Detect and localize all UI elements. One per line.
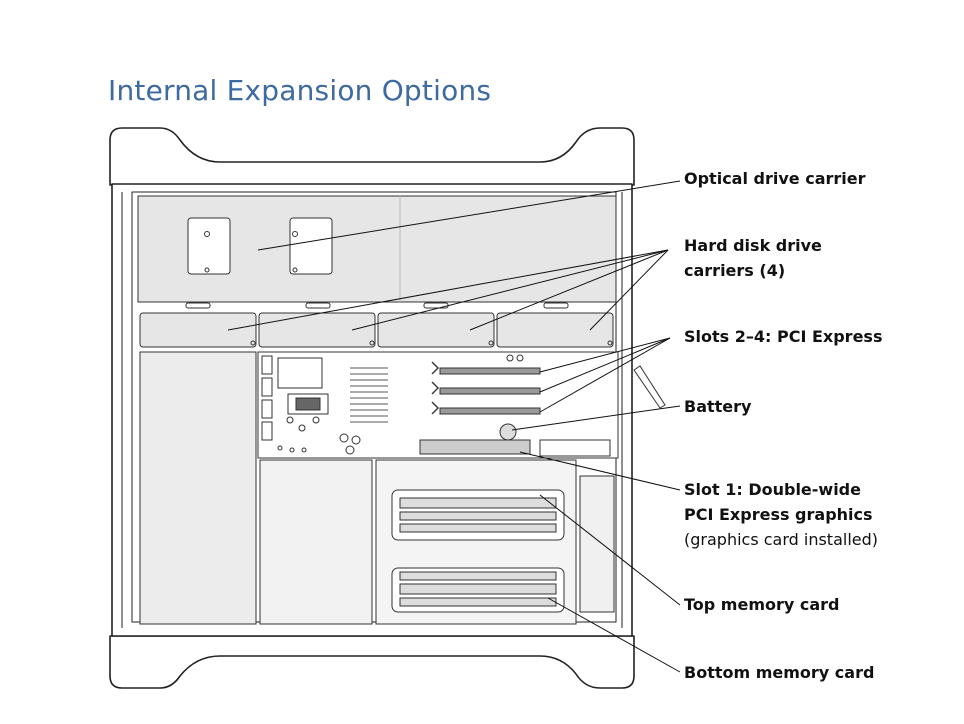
label-pci-slots: Slots 2–4: PCI Express: [684, 327, 883, 346]
pci-slot-2: [439, 407, 541, 415]
label-hard-disk-carriers: Hard disk drive carriers (4): [684, 233, 822, 283]
label-slot1-line3: (graphics card installed): [684, 530, 879, 549]
label-battery: Battery: [684, 397, 752, 416]
hdd-carrier-3: [377, 312, 495, 348]
optical-drive-carrier: [187, 217, 231, 275]
pci-slot-4: [439, 367, 541, 375]
label-bottom-memory-card: Bottom memory card: [684, 663, 875, 682]
label-slot1-line2: PCI Express graphics: [684, 505, 873, 524]
label-graphics-slot: Slot 1: Double-wide PCI Express graphics…: [684, 477, 878, 552]
page-title: Internal Expansion Options: [108, 74, 492, 107]
hdd-carrier-1: [139, 312, 257, 348]
power-supply: [139, 351, 373, 625]
top-handle: [109, 127, 635, 186]
label-optical-drive-carrier: Optical drive carrier: [684, 169, 866, 188]
side-latch: [633, 365, 666, 409]
label-hdd-line2: carriers (4): [684, 261, 786, 280]
memory-cage: [375, 459, 615, 625]
leader-lines: [227, 180, 681, 673]
hdd-carrier-2: [258, 312, 376, 348]
bottom-handle: [109, 635, 635, 689]
label-top-memory-card: Top memory card: [684, 595, 840, 614]
optical-drive-bay: [137, 195, 617, 309]
label-slot1-line1: Slot 1: Double-wide: [684, 480, 861, 499]
hard-disk-carriers: [139, 312, 614, 348]
label-hdd-line1: Hard disk drive: [684, 236, 822, 255]
graphics-slot-1: [419, 439, 531, 455]
battery: [499, 423, 517, 441]
logic-board: [257, 351, 619, 459]
hdd-carrier-4: [496, 312, 614, 348]
pci-slot-3: [439, 387, 541, 395]
